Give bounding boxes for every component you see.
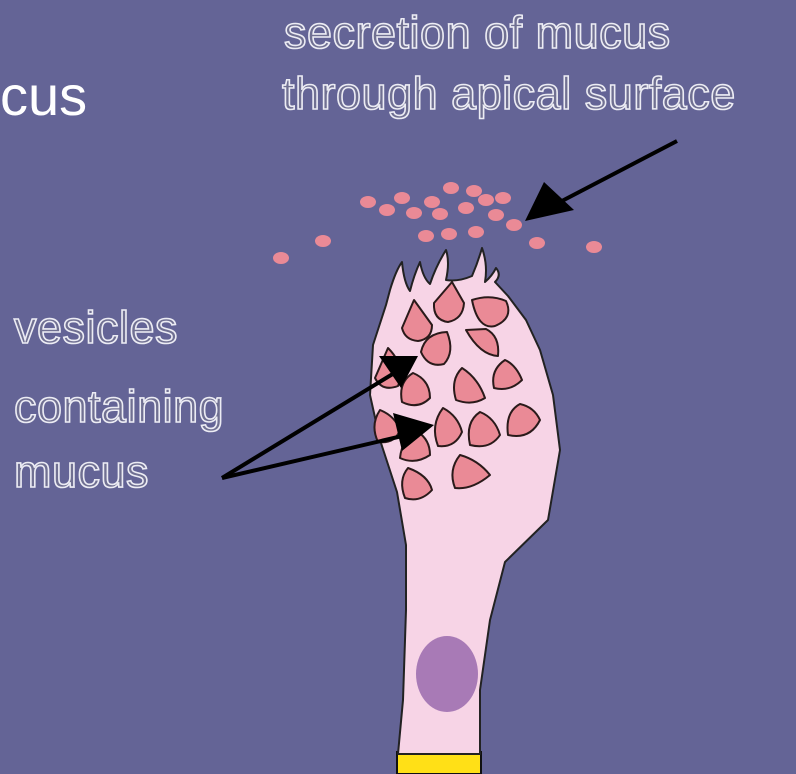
mucus-droplet: [443, 182, 459, 194]
vesicles-label-line3: mucus: [14, 449, 149, 494]
secretion-label-line1: secretion of mucus: [284, 10, 671, 55]
mucus-droplet: [424, 196, 440, 208]
vesicles-label-line1: vesicles: [14, 305, 178, 350]
secretion-label-line2: through apical surface: [282, 71, 736, 116]
mucus-droplet: [458, 202, 474, 214]
mucus-droplet: [406, 207, 422, 219]
mucus-droplet: [360, 196, 376, 208]
mucus-droplet: [468, 226, 484, 238]
mucus-droplet: [315, 235, 331, 247]
mucus-droplet: [441, 228, 457, 240]
mucus-droplet: [432, 208, 448, 220]
title-fragment: cus: [0, 68, 87, 124]
vesicles-label-line2: containing: [14, 384, 224, 429]
mucus-droplet: [478, 194, 494, 206]
mucus-droplet: [488, 209, 504, 221]
mucus-droplet: [586, 241, 602, 253]
mucus-droplet: [418, 230, 434, 242]
nucleus: [416, 636, 478, 712]
mucus-droplet: [495, 192, 511, 204]
basement-membrane: [397, 752, 481, 774]
mucus-droplet: [506, 219, 522, 231]
secretion-arrow: [525, 141, 677, 221]
mucus-droplet: [273, 252, 289, 264]
mucus-droplet: [394, 192, 410, 204]
mucus-droplet: [529, 237, 545, 249]
mucus-droplet: [466, 185, 482, 197]
mucus-droplet: [379, 204, 395, 216]
